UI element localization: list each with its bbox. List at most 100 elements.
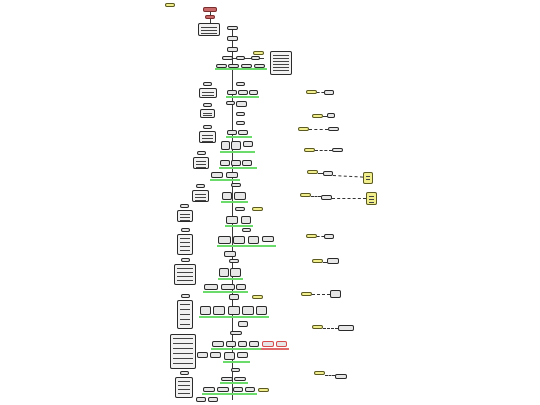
annotation-tag[interactable]: [312, 325, 323, 329]
detail-note[interactable]: [177, 234, 193, 255]
annotation-box[interactable]: [321, 195, 332, 200]
topic-node[interactable]: [224, 251, 236, 257]
detail-note[interactable]: [192, 190, 209, 202]
topic-node[interactable]: [200, 306, 211, 315]
topic-node[interactable]: [221, 141, 230, 150]
topic-node[interactable]: [196, 397, 206, 402]
topic-node[interactable]: [181, 228, 190, 232]
topic-node[interactable]: [226, 341, 236, 347]
topic-node[interactable]: [236, 284, 246, 290]
annotation-box[interactable]: [324, 234, 334, 239]
topic-node[interactable]: [216, 64, 227, 68]
topic-node[interactable]: [231, 183, 241, 187]
detail-note[interactable]: [200, 109, 215, 118]
topic-node[interactable]: [211, 172, 223, 178]
topic-node[interactable]: [254, 64, 265, 68]
topic-node[interactable]: [241, 64, 252, 68]
annotation-tag[interactable]: [298, 127, 309, 131]
topic-node[interactable]: [181, 294, 190, 298]
annotation-box[interactable]: [327, 113, 335, 118]
detail-note[interactable]: [170, 334, 196, 369]
annotation-box[interactable]: [338, 325, 354, 331]
topic-node[interactable]: [236, 56, 245, 60]
topic-node[interactable]: [197, 151, 206, 155]
topic-node[interactable]: [217, 387, 229, 392]
topic-node[interactable]: [236, 121, 245, 125]
topic-node[interactable]: [228, 64, 239, 68]
topic-node[interactable]: [249, 341, 259, 347]
topic-node[interactable]: [226, 172, 238, 178]
annotation-note[interactable]: [363, 172, 373, 184]
legend-chip[interactable]: [165, 3, 175, 7]
annotation-box[interactable]: [332, 148, 343, 152]
annotation-tag[interactable]: [307, 170, 318, 174]
topic-node[interactable]: [197, 352, 208, 358]
annotation-tag[interactable]: [312, 259, 323, 263]
topic-node[interactable]: [227, 36, 238, 41]
topic-node[interactable]: [219, 268, 229, 277]
topic-node[interactable]: [235, 207, 245, 211]
topic-node[interactable]: [203, 82, 212, 86]
topic-node[interactable]: [231, 141, 241, 150]
topic-node[interactable]: [203, 387, 215, 392]
annotation-box[interactable]: [330, 290, 341, 298]
topic-node[interactable]: [230, 268, 241, 277]
alert-node[interactable]: [262, 341, 274, 347]
topic-node[interactable]: [242, 160, 252, 166]
highlight-node[interactable]: [252, 295, 263, 299]
topic-node[interactable]: [226, 101, 235, 105]
topic-node[interactable]: [245, 387, 255, 392]
annotation-tag[interactable]: [304, 148, 315, 152]
topic-node[interactable]: [233, 387, 243, 392]
topic-node[interactable]: [181, 258, 190, 262]
topic-node[interactable]: [231, 160, 241, 166]
topic-node[interactable]: [242, 228, 251, 232]
detail-note[interactable]: [199, 131, 216, 143]
annotation-box[interactable]: [324, 90, 334, 95]
topic-node[interactable]: [196, 184, 205, 188]
topic-node[interactable]: [224, 352, 235, 360]
topic-node[interactable]: [180, 204, 189, 208]
topic-node[interactable]: [229, 259, 239, 263]
annotation-note[interactable]: [366, 192, 377, 205]
topic-node[interactable]: [212, 341, 224, 347]
detail-note[interactable]: [174, 264, 196, 285]
annotation-tag[interactable]: [301, 292, 312, 296]
annotation-tag[interactable]: [306, 90, 317, 94]
topic-node[interactable]: [203, 103, 212, 107]
detail-note[interactable]: [199, 88, 217, 98]
annotation-tag[interactable]: [300, 193, 311, 197]
topic-node[interactable]: [213, 306, 225, 315]
detail-note[interactable]: [175, 377, 193, 398]
topic-node[interactable]: [262, 236, 274, 242]
annotation-tag[interactable]: [306, 234, 317, 238]
topic-node[interactable]: [238, 321, 248, 327]
topic-node[interactable]: [204, 284, 218, 290]
topic-node[interactable]: [228, 306, 240, 315]
topic-node[interactable]: [236, 82, 245, 86]
topic-node[interactable]: [238, 341, 247, 347]
topic-node[interactable]: [238, 130, 248, 135]
annotation-box[interactable]: [327, 258, 339, 264]
topic-node[interactable]: [234, 377, 246, 381]
topic-node[interactable]: [242, 306, 254, 315]
topic-node[interactable]: [220, 160, 230, 166]
topic-node[interactable]: [227, 130, 237, 135]
detail-note[interactable]: [193, 157, 209, 169]
topic-node[interactable]: [249, 90, 258, 95]
detail-note[interactable]: [177, 210, 193, 222]
topic-node[interactable]: [236, 101, 247, 107]
highlight-node[interactable]: [253, 51, 264, 55]
topic-node[interactable]: [222, 192, 232, 200]
highlight-node[interactable]: [258, 388, 269, 392]
topic-node[interactable]: [218, 236, 231, 244]
topic-node[interactable]: [227, 90, 237, 95]
root-node[interactable]: [203, 7, 217, 12]
annotation-box[interactable]: [328, 127, 339, 131]
topic-node[interactable]: [222, 56, 233, 60]
topic-node[interactable]: [241, 216, 251, 224]
annotation-tag[interactable]: [312, 114, 323, 118]
annotation-tag[interactable]: [314, 371, 325, 375]
topic-node[interactable]: [180, 371, 189, 375]
topic-node[interactable]: [238, 90, 248, 95]
